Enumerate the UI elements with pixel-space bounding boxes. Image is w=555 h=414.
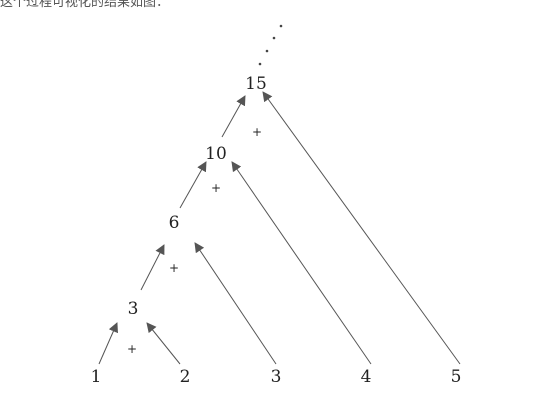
arrow-sum6-to-sum10 <box>179 161 207 209</box>
input-node-1: 1 <box>91 367 102 387</box>
input-node-2: 2 <box>180 367 191 387</box>
sum-node-10: 10 <box>205 144 227 164</box>
input-node-4: 4 <box>361 367 372 387</box>
arrow-input2-to-sum3 <box>146 322 181 365</box>
plus-operator-1: + <box>127 342 137 356</box>
sum-node-3: 3 <box>128 299 139 319</box>
continuation-ellipsis <box>258 24 283 66</box>
arrow-sum10-to-sum15 <box>221 95 246 138</box>
plus-operator-3: + <box>211 181 221 195</box>
arrow-sum3-to-sum6 <box>140 244 165 291</box>
input-node-3: 3 <box>271 367 282 387</box>
sum-node-6: 6 <box>169 213 180 233</box>
arrow-input1-to-sum3 <box>98 322 118 365</box>
plus-operator-2: + <box>169 261 179 275</box>
sum-node-15: 15 <box>245 74 267 94</box>
arrow-input4-to-sum10 <box>231 161 372 365</box>
arrow-input3-to-sum6 <box>194 242 277 365</box>
arrow-input5-to-sum15 <box>262 91 461 365</box>
plus-operator-4: + <box>252 125 262 139</box>
caption-text: 这个过程可视化的结果如图： <box>0 0 170 9</box>
input-node-5: 5 <box>451 367 462 387</box>
